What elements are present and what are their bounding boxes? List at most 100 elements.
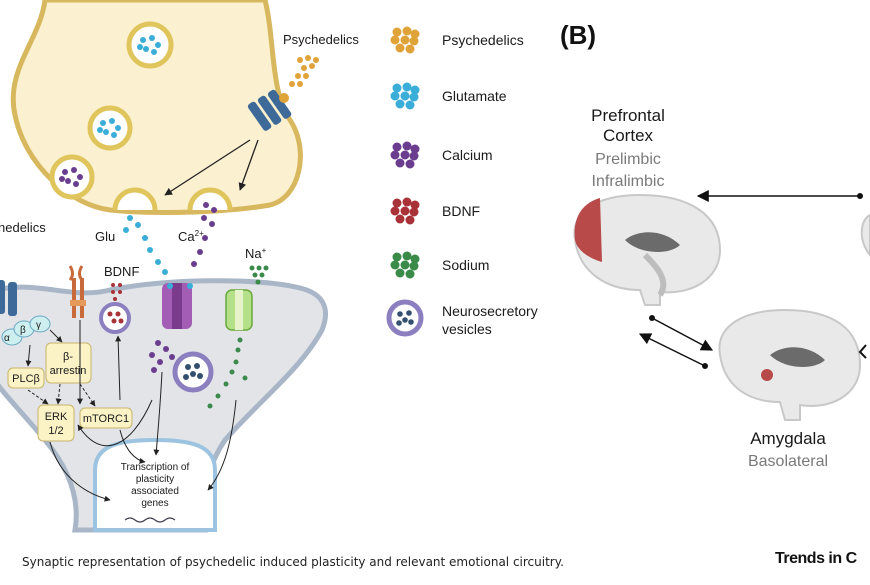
legend-dot [390, 206, 400, 216]
legend-label: Glutamate [442, 88, 507, 104]
legend-item: Neurosecretory vesicles [386, 299, 538, 337]
label-psychedelics-left: hedelics [0, 220, 46, 235]
arrow-mtorc1-to-nucleus [119, 429, 146, 464]
trkb-receptor [68, 265, 86, 318]
label-glu: Glu [95, 229, 115, 244]
figure-caption: Synaptic representation of psychedelic i… [22, 555, 564, 569]
arrow-receptor-to-glu [164, 139, 251, 196]
legend-dot [409, 207, 419, 217]
legend-dot [395, 43, 405, 53]
journal-brand: Trends in C [775, 550, 857, 567]
sodium-dots-extra [249, 265, 269, 285]
label-na: Na+ [245, 246, 267, 261]
label-amygdala: Amygdala [750, 429, 826, 448]
legend-dot [410, 144, 420, 154]
label-g-beta: β [20, 325, 26, 336]
legend-dot [392, 27, 402, 37]
label-amygdala-sub: Basolateral [748, 453, 828, 470]
legend-dot [392, 142, 402, 152]
legend-dot [400, 150, 410, 160]
label-pfc-1: Prefrontal [591, 106, 665, 125]
legend-dot [402, 197, 412, 207]
label-erk-1: ERK [45, 411, 68, 423]
label-erk-2: 1/2 [48, 425, 63, 437]
sodium-influx-dots [207, 337, 248, 409]
label-bdnf: BDNF [104, 264, 139, 279]
label-beta-arrestin-1: β- [63, 351, 73, 363]
vesicle-calcium [49, 154, 95, 200]
bdnf-vesicle [99, 302, 131, 334]
vesicle-content-dot [397, 311, 403, 317]
legend-dot [392, 252, 402, 262]
legend-label: BDNF [442, 203, 480, 219]
arrow-g-to-arrestin [49, 329, 63, 343]
arrow-erk-mtorc1-loop [77, 399, 153, 447]
arrow-amygdala-to-pfc [638, 333, 706, 367]
label-transcription-4: genes [141, 498, 168, 509]
legend-label-line2: vesicles [442, 321, 492, 337]
legend-dot [405, 215, 415, 225]
calcium-release [191, 202, 217, 267]
vesicle-content-dot [406, 310, 412, 316]
label-transcription-1: Transcription of [121, 462, 190, 473]
legend-item: Psychedelics [390, 26, 524, 54]
legend-dot [395, 268, 405, 278]
arrow-ca-to-nucleus [153, 371, 163, 456]
arrow-na-to-nucleus [207, 399, 237, 491]
plcb-box [7, 367, 45, 389]
arrow-g-to-plcb [25, 344, 32, 367]
vesicle-glutamate-1 [126, 21, 174, 69]
legend-dot [395, 99, 405, 109]
legend-dot [392, 198, 402, 208]
receptor-presynaptic [247, 89, 292, 131]
label-transcription-3: associated [131, 486, 179, 497]
legend-dot [405, 159, 415, 169]
arrow-right-cropped [858, 344, 867, 359]
brain-amygdala-icon [718, 308, 862, 421]
label-pfc-2: Cortex [603, 126, 654, 145]
legend-dot [405, 100, 415, 110]
legend-dot [395, 158, 405, 168]
glutamate-release [123, 215, 168, 275]
dna-strand-icon [124, 517, 176, 523]
psychedelic-dots-top [289, 55, 319, 87]
legend-dot [390, 91, 400, 101]
legend-label: Sodium [442, 257, 489, 273]
label-psychedelics-top: Psychedelics [283, 32, 359, 47]
legend-dot [400, 91, 410, 101]
arrow-arrestin-to-mtorc1 [79, 383, 96, 407]
panel-b-label: (B) [560, 20, 596, 50]
calcium-influx-dots [149, 340, 175, 373]
legend-dot [409, 92, 419, 102]
ionotropic-receptor-purple [162, 283, 193, 329]
legend-item: Sodium [390, 251, 489, 279]
legend-label: Psychedelics [442, 32, 524, 48]
legend-label: Neurosecretory [442, 303, 538, 319]
brain-pfc-icon [573, 193, 722, 306]
legend-dot [402, 26, 412, 36]
brain-right-cropped-icon [860, 213, 870, 257]
fusing-vesicle-glu [112, 187, 158, 211]
arrow-to-bdnf [115, 335, 122, 401]
legend-item: Calcium [390, 141, 493, 169]
legend-dot [405, 269, 415, 279]
legend-dot [410, 254, 420, 264]
connector-dot [649, 315, 655, 321]
label-mtorc1: mTORC1 [83, 413, 129, 425]
legend-dot [410, 200, 420, 210]
legend-dot [390, 260, 400, 270]
vesicle-content-dot [396, 320, 402, 326]
vesicle-content-dot [408, 319, 414, 325]
label-g-alpha: α [4, 333, 10, 344]
beta-arrestin-box [45, 342, 92, 384]
bdnf-release-dots [111, 283, 122, 301]
arrow-pfc-to-amygdala [651, 317, 714, 351]
legend-label: Calcium [442, 147, 493, 163]
legend-dot [400, 35, 410, 45]
arrow-receptor-to-ca [238, 139, 259, 191]
legend-dot [392, 83, 402, 93]
mtorc1-box [79, 407, 133, 429]
legend-dot [400, 206, 410, 216]
